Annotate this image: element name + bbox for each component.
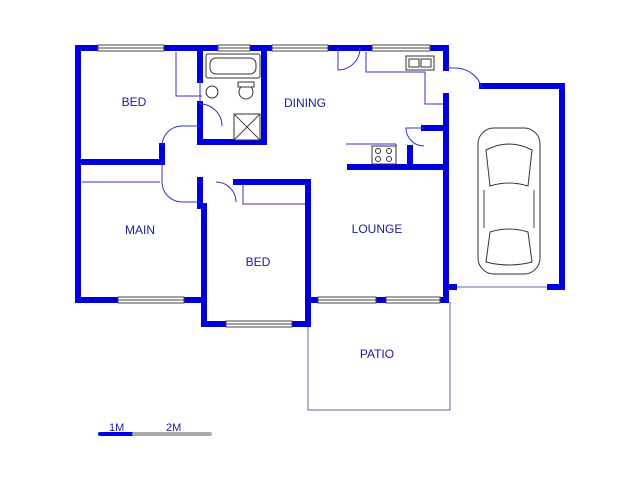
room-label-lounge: LOUNGE	[352, 222, 403, 236]
door-swings	[161, 47, 483, 203]
sliding-door-patio	[317, 296, 377, 304]
patio-outline	[307, 302, 451, 411]
basin-icon	[205, 85, 219, 99]
scale-label-2m: 2M	[166, 422, 181, 434]
window-bed2-bottom	[225, 320, 293, 328]
windows	[97, 44, 441, 328]
scale-label-1m: 1M	[109, 422, 124, 434]
window-dining-top	[271, 44, 329, 52]
bath-fixtures	[205, 53, 261, 141]
room-label-patio: PATIO	[360, 347, 394, 361]
window-lounge-bottom	[385, 296, 441, 304]
window-kitchen-top	[371, 44, 431, 52]
room-label-bed2: BED	[246, 255, 271, 269]
stove-icon	[371, 145, 397, 165]
car-icon	[477, 127, 541, 275]
window-bath-top	[217, 44, 251, 52]
room-label-main: MAIN	[125, 223, 155, 237]
scale-bar: 1M 2M	[98, 422, 212, 436]
window-main-bottom	[117, 296, 185, 304]
interior-thin-lines	[82, 52, 445, 205]
room-label-dining: DINING	[284, 96, 326, 110]
kitchen-fixtures	[371, 55, 435, 165]
window-bed-top	[97, 44, 165, 52]
room-label-bed1: BED	[122, 95, 147, 109]
